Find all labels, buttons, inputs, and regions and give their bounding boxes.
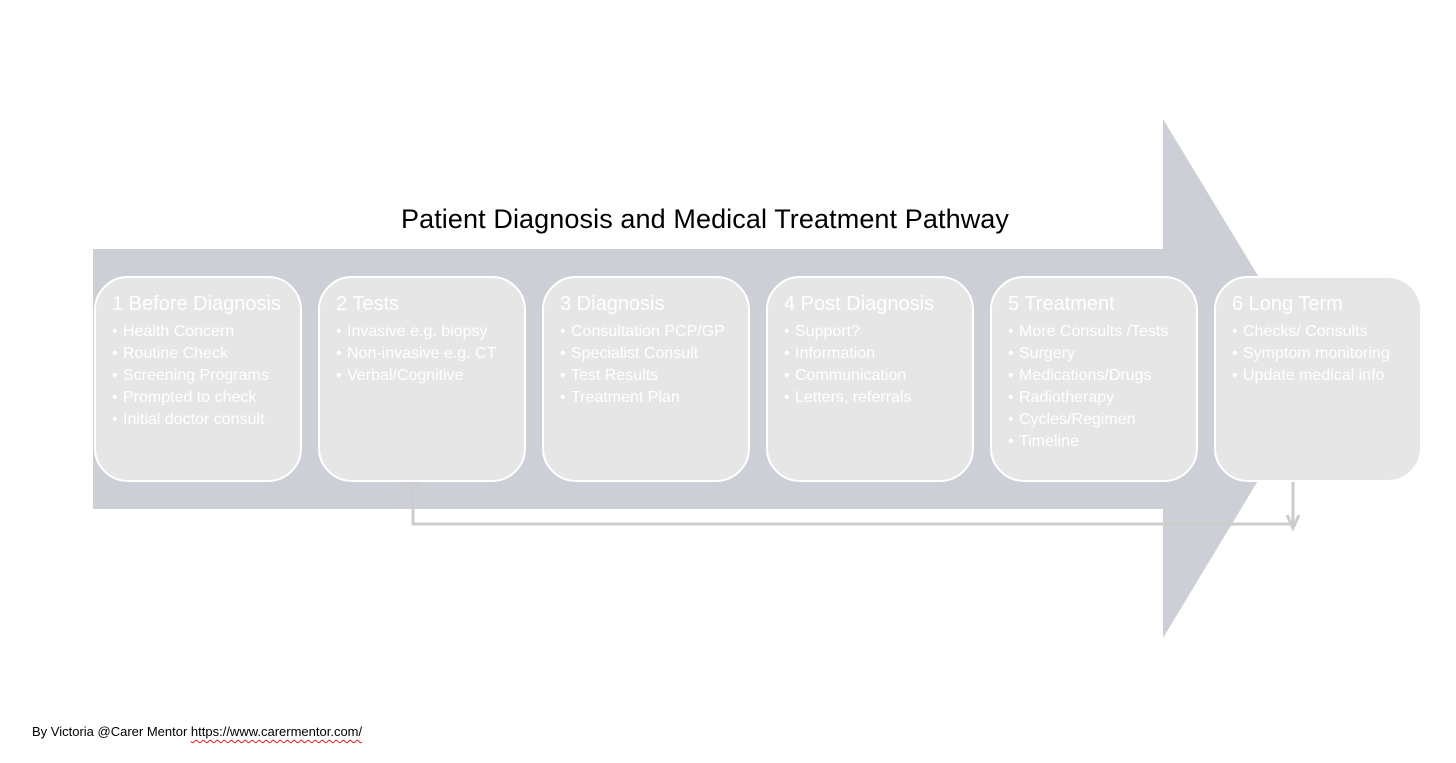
stage-item-text: Routine Check xyxy=(123,345,228,362)
stage-item-text: Communication xyxy=(795,367,907,384)
stage-item-text: Timeline xyxy=(1019,433,1079,450)
stage-item-text: Medications/Drugs xyxy=(1019,367,1152,384)
stage-list-item: • Specialist Consult xyxy=(560,343,738,365)
bullet-icon: • xyxy=(1008,389,1014,406)
stage-box-4: 4 Post Diagnosis • Support? • Information • Co… xyxy=(766,276,974,482)
stage-list-item: • Symptom monitoring xyxy=(1232,343,1410,365)
stage-list-item: • Letters, referrals xyxy=(784,387,962,409)
stage-item-list: • Invasive e.g. biopsy • Non-invasive e.g. … xyxy=(336,321,514,387)
stage-item-list: • Checks/ Consults • Symptom monitoring • Upd… xyxy=(1232,321,1410,387)
stage-list-item: • Cycles/Regimen xyxy=(1008,409,1186,431)
bullet-icon: • xyxy=(112,367,118,384)
stage-item-text: Checks/ Consults xyxy=(1243,323,1368,340)
stage-item-text: Invasive e.g. biopsy xyxy=(347,323,488,340)
stage-list-item: • Screening Programs xyxy=(112,365,290,387)
bullet-icon: • xyxy=(784,323,790,340)
bullet-icon: • xyxy=(784,367,790,384)
stage-list-item: • Initial doctor consult xyxy=(112,409,290,431)
connector-arrowhead-down xyxy=(1285,514,1301,532)
stage-item-text: Radiotherapy xyxy=(1019,389,1115,406)
stage-item-text: Cycles/Regimen xyxy=(1019,411,1136,428)
connector-line xyxy=(411,470,1295,526)
bullet-icon: • xyxy=(1232,323,1238,340)
bullet-icon: • xyxy=(1008,323,1014,340)
stage-title: 1 Before Diagnosis xyxy=(112,293,281,315)
stage-list-item: • Health Concern xyxy=(112,321,290,343)
bullet-icon: • xyxy=(112,323,118,340)
stage-title: 2 Tests xyxy=(336,293,399,315)
bullet-icon: • xyxy=(1008,433,1014,450)
bullet-icon: • xyxy=(560,323,566,340)
bullet-icon: • xyxy=(1232,367,1238,384)
bullet-icon: • xyxy=(1008,367,1014,384)
bullet-icon: • xyxy=(1232,345,1238,362)
bullet-icon: • xyxy=(560,367,566,384)
bullet-icon: • xyxy=(784,389,790,406)
stage-item-text: Verbal/Cognitive xyxy=(347,367,464,384)
stage-list-item: • Test Results xyxy=(560,365,738,387)
stage-item-list: •Consultation PCP/GP•Specialist Consult•… xyxy=(560,321,738,409)
stage-item-text: Specialist Consult xyxy=(571,345,699,362)
stage-list-item: • Prompted to check xyxy=(112,387,290,409)
stage-item-text: Prompted to check xyxy=(123,389,257,406)
stage-list-item: • Invasive e.g. biopsy xyxy=(336,321,514,343)
stage-title: 6 Long Term xyxy=(1232,293,1343,315)
stage-item-text: Support? xyxy=(795,323,860,340)
stage-item-text: Initial doctor consult xyxy=(123,411,265,428)
diagram-title: Patient Diagnosis and Medical Treatment … xyxy=(400,204,1010,234)
stage-list-item: • Routine Check xyxy=(112,343,290,365)
stage-list-item: • Support? xyxy=(784,321,962,343)
stage-list-item: • Information xyxy=(784,343,962,365)
stage-title: 5 Treatment xyxy=(1008,293,1115,315)
bullet-icon: • xyxy=(560,389,566,406)
stage-list-item: • Communication xyxy=(784,365,962,387)
bullet-icon: • xyxy=(560,345,566,362)
stage-item-list: • Support? • Information • Communication • Lett… xyxy=(784,321,962,409)
bullet-icon: • xyxy=(112,411,118,428)
stage-item-text: More Consults /Tests xyxy=(1019,323,1169,340)
credit-link[interactable]: https://www.carermentor.com/ xyxy=(190,724,363,739)
stage-list-item: • Medications/Drugs xyxy=(1008,365,1186,387)
stage-box-3: 3 Diagnosis • Consultation PCP/GP • Speciali… xyxy=(542,276,750,482)
bullet-icon: • xyxy=(1008,411,1014,428)
stage-list-item: • Non-invasive e.g. CT xyxy=(336,343,514,365)
stage-item-text: Screening Programs xyxy=(123,367,269,384)
stage-list-item: • Radiotherapy xyxy=(1008,387,1186,409)
stage-box-1: 1 Before Diagnosis • Health Concern • Routin… xyxy=(94,276,302,482)
credit-text: By Victoria @Carer Mentor xyxy=(32,724,191,739)
stage-list-item: • Consultation PCP/GP xyxy=(560,321,738,343)
stage-item-list: • Health Concern • Routine Check • Screening … xyxy=(112,321,290,431)
stage-item-list: • More Consults /Tests • Surgery • Medication… xyxy=(1008,321,1186,453)
stage-box-6: 6 Long Term • Checks/ Consults • Symptom mon… xyxy=(1214,276,1422,482)
author-credit: By Victoria @Carer Mentor https://www.ca… xyxy=(32,724,362,739)
bullet-icon: • xyxy=(1008,345,1014,362)
stage-list-item: • Update medical info xyxy=(1232,365,1410,387)
stage-list-item: • More Consults /Tests xyxy=(1008,321,1186,343)
stage-item-text: Health Concern xyxy=(123,323,235,340)
bullet-icon: • xyxy=(784,345,790,362)
stage-box-5: 5 Treatment • More Consults /Tests • Surgery… xyxy=(990,276,1198,482)
bullet-icon: • xyxy=(336,323,342,340)
stage-item-text: Test Results xyxy=(571,367,659,384)
stage-list-item: • Timeline xyxy=(1008,431,1186,453)
stage-box-2: 2 Tests • Invasive e.g. biopsy • Non-invasiv… xyxy=(318,276,526,482)
bullet-icon: • xyxy=(336,367,342,384)
stage-item-text: Treatment Plan xyxy=(571,389,680,406)
stage-item-text: Update medical info xyxy=(1243,367,1385,384)
stage-list-item: • Verbal/Cognitive xyxy=(336,365,514,387)
stage-item-text: Letters, referrals xyxy=(795,389,912,406)
stage-item-text: Information xyxy=(795,345,876,362)
stage-list-item: • Treatment Plan xyxy=(560,387,738,409)
bullet-icon: • xyxy=(112,389,118,406)
stage-title: 4 Post Diagnosis xyxy=(784,293,935,315)
bullet-icon: • xyxy=(112,345,118,362)
stage-list-item: • Checks/ Consults xyxy=(1232,321,1410,343)
stage-item-text: Surgery xyxy=(1019,345,1076,362)
bullet-icon: • xyxy=(336,345,342,362)
stage-item-text: Non-invasive e.g. CT xyxy=(347,345,497,362)
stage-item-text: Consultation PCP/GP xyxy=(571,323,725,340)
stage-item-text: Symptom monitoring xyxy=(1243,345,1390,362)
stage-title: 3 Diagnosis xyxy=(560,293,665,315)
stage-list-item: • Surgery xyxy=(1008,343,1186,365)
